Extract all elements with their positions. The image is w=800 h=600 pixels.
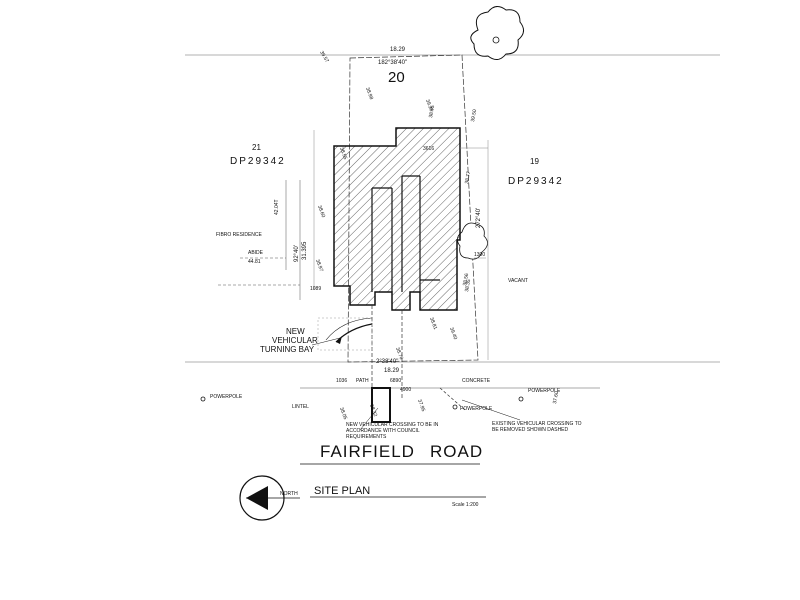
road-name: ROAD [430, 442, 483, 461]
spot-level: 39.50 [470, 109, 478, 123]
spot-level: 38.45 [428, 105, 436, 119]
spot-level: 38.81 [428, 317, 438, 331]
bottom-width-label: 18.29 [384, 368, 400, 374]
north-arrow [239, 475, 300, 521]
abide-label: ABIDE [248, 250, 264, 256]
concrete-label: CONCRETE [462, 378, 491, 384]
leader-line [311, 337, 341, 346]
spot-level: 37.95 [416, 399, 426, 413]
powerpole-label-right: POWERPOLE [528, 388, 561, 394]
new-crossing-note: NEW VEHICULAR CROSSING TO BE IN [346, 422, 439, 428]
vacant-label: VACANT [508, 278, 528, 284]
powerpole-label-left: POWERPOLE [210, 394, 243, 400]
site-plan-title: SITE PLAN [314, 485, 370, 497]
existing-crossing [439, 387, 466, 411]
lot-number-right: 19 [530, 157, 539, 166]
new-crossing-note: ACCORDANCE WITH COUNCIL [346, 428, 420, 434]
deposited-plan-right: DP29342 [508, 176, 564, 187]
turning-bay-label: NEW [286, 327, 305, 336]
path-label: PATH [356, 378, 369, 384]
powerpole-icon [200, 396, 206, 402]
top-width-label: 18.29 [390, 47, 406, 53]
spot-level: 38.77 [464, 171, 472, 185]
spot-level: 38.97 [314, 259, 324, 273]
lot-number-subject: 20 [388, 69, 405, 86]
north-label: NORTH [280, 491, 298, 497]
spot-level: 38.35 [464, 279, 472, 293]
building-footprint [333, 127, 461, 311]
spot-level: 39.25 [424, 99, 434, 113]
spot-level: 39.57 [318, 50, 330, 64]
lot-number-left: 21 [252, 143, 261, 152]
powerpole-icon [518, 396, 524, 402]
vehicle-crossing [371, 387, 391, 423]
spot-level: 38.56 [462, 273, 470, 287]
powerpole-label-mid: POWERPOLE [460, 406, 493, 412]
road-name: FAIRFIELD [320, 442, 415, 461]
powerpole-icon [452, 404, 458, 410]
spot-level: 38.55 [338, 147, 348, 161]
lintel-label: LINTEL [292, 404, 309, 410]
level-label: 42.04T [274, 199, 280, 215]
dim-1300: 1300 [474, 252, 485, 258]
spot-level: 38.05 [338, 407, 348, 421]
existing-crossing-note: EXISTING VEHICULAR CROSSING TO [492, 421, 582, 427]
turning-bay-area [317, 317, 373, 351]
spot-levels: 39.57 38.98 39.25 38.45 39.50 38.55 38.6… [314, 50, 560, 421]
shrub-icon [457, 222, 488, 260]
scale-label: Scale 1:200 [452, 502, 479, 508]
side-bearing-label: 92°40' [294, 245, 300, 262]
existing-crossing-note: BE REMOVED SHOWN DASHED [492, 427, 569, 433]
spot-level: 38.32 [368, 404, 378, 418]
dim-1036: 1036 [336, 378, 347, 384]
new-crossing-note: REQUIREMENTS [346, 434, 387, 440]
dim-3616: 3616 [423, 146, 434, 152]
right-bearing-label: 272°40' [476, 208, 482, 228]
dim-6890: 6890 [390, 378, 401, 384]
dim-1089: 1089 [310, 286, 321, 292]
spot-level: 39.40 [448, 327, 458, 341]
bottom-bearing-label: 2°38'40" [376, 359, 398, 365]
turning-bay-label: TURNING BAY [260, 345, 315, 354]
deposited-plan-left: DP29342 [230, 156, 286, 167]
spot-level: 37.60 [552, 391, 560, 405]
arrow-icon [336, 336, 342, 344]
leader-line [359, 407, 379, 431]
spot-level: 38.60 [316, 205, 326, 219]
dim-4900: 4900 [400, 387, 411, 393]
side-length-label: 31.395 [302, 241, 308, 260]
tree-icon [470, 6, 524, 60]
top-bearing-label: 182°38'40" [378, 60, 407, 66]
leader-line [461, 399, 521, 421]
level-44-label: 44.81 [248, 259, 261, 265]
turning-bay-arc [325, 317, 373, 341]
fibro-residence-label: FIBRO RESIDENCE [216, 232, 263, 238]
spot-level: 38.98 [364, 87, 374, 101]
turning-bay-label: VEHICULAR [272, 336, 318, 345]
spot-level: 38.76 [394, 347, 404, 361]
